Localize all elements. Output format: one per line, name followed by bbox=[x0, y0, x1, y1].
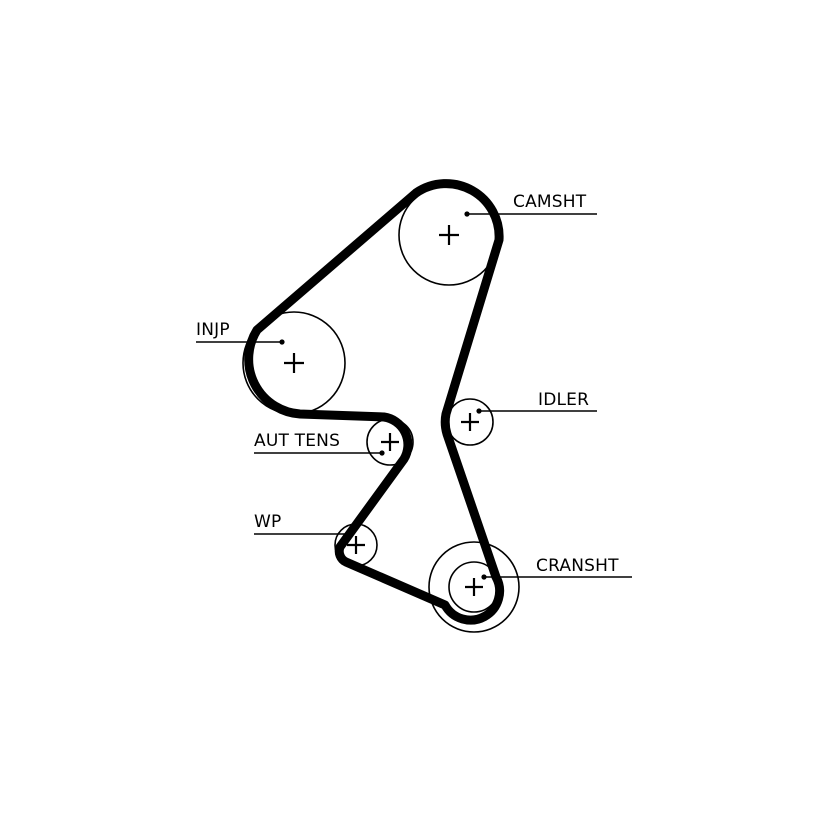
wp-label: WP bbox=[254, 512, 281, 532]
camsht-label: CAMSHT bbox=[513, 192, 587, 212]
aut-tens-label: AUT TENS bbox=[254, 431, 340, 451]
camsht-callout: CAMSHT bbox=[464, 192, 597, 217]
idler-pulley bbox=[446, 398, 494, 446]
wp-callout: WP bbox=[254, 512, 352, 537]
injp-callout: INJP bbox=[196, 320, 285, 345]
idler-label: IDLER bbox=[538, 390, 589, 410]
injp-label: INJP bbox=[196, 320, 230, 340]
idler-callout: IDLER bbox=[476, 390, 597, 414]
timing-belt bbox=[244, 179, 505, 625]
cransht-label: CRANSHT bbox=[536, 556, 619, 576]
aut-tens-callout: AUT TENS bbox=[254, 431, 385, 456]
crankshaft-pulley bbox=[428, 541, 520, 633]
cransht-callout: CRANSHT bbox=[481, 556, 632, 580]
